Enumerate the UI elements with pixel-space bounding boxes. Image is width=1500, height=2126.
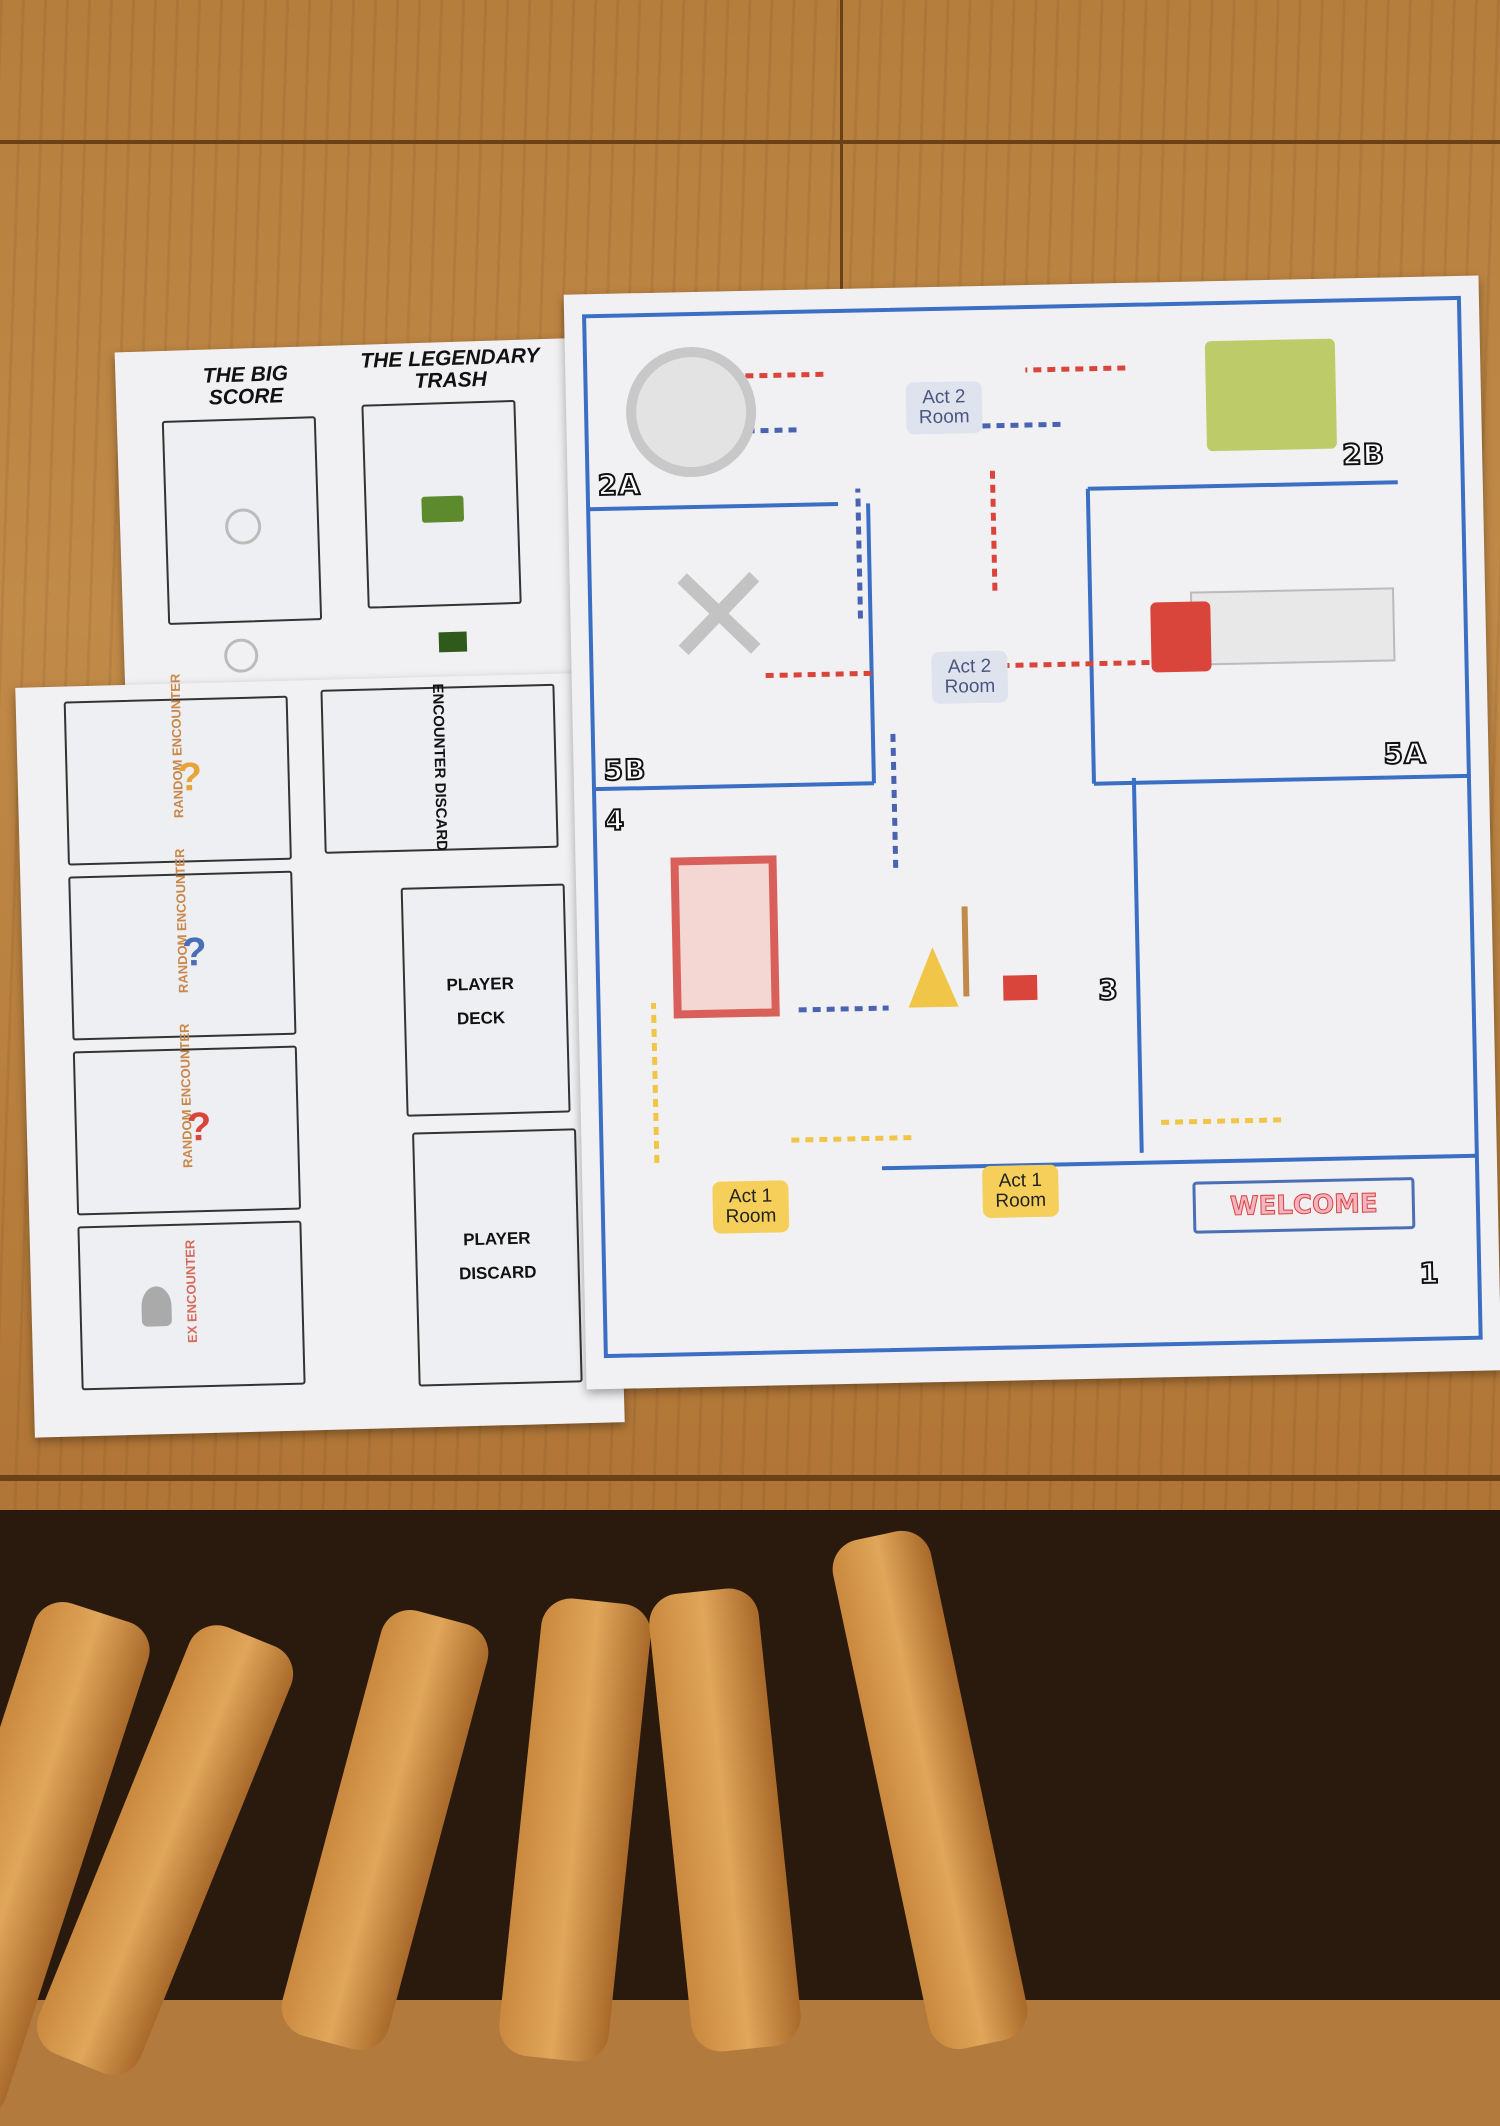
truck-cab-icon: [1150, 601, 1212, 673]
room-2a-label: 2A: [596, 467, 642, 503]
cleaning-supplies-icon: [907, 905, 1039, 1008]
room-5a-label: 5A: [1382, 736, 1428, 772]
ex-encounter-label: EX ENCOUNTER: [182, 1239, 200, 1344]
big-score-header: THE BIG SCORE: [202, 362, 289, 410]
question-mark-icon: ?: [177, 754, 203, 800]
vault-icon: [224, 507, 262, 546]
act1-room-badge: Act 1 Room: [981, 1164, 1060, 1219]
welcome-sign: WELCOME: [1192, 1177, 1416, 1234]
map-walls-and-paths: [582, 295, 1483, 1359]
elevator-icon: [670, 855, 780, 1019]
person-icon: [141, 1285, 173, 1327]
encounter-discard-pile[interactable]: ENCOUNTER DISCARD: [320, 683, 559, 854]
ex-encounter-card[interactable]: EX ENCOUNTER: [77, 1220, 306, 1391]
dumpster-token-icon: [438, 631, 468, 653]
top-sheet: THE BIG SCORE THE LEGENDARY TRASH: [114, 337, 596, 703]
map-sheet: 2A 2B 5B 5A 4 3 1 Act 2 Room Act 2 Room …: [563, 275, 1500, 1390]
random-encounter-2-card[interactable]: RANDOM ENCOUNTER ?: [68, 848, 297, 1041]
room-5b-label: 5B: [602, 752, 648, 788]
legendary-trash-header: THE LEGENDARY TRASH: [359, 344, 540, 394]
table-seam: [0, 1475, 1500, 1481]
act1-room-badge: Act 1 Room: [712, 1180, 790, 1234]
truck-icon: [1189, 587, 1396, 666]
player-deck-label: PLAYER DECK: [446, 973, 515, 1029]
dumpster-icon: [1204, 338, 1338, 452]
table-seam: [840, 0, 843, 300]
vault-token-icon: [223, 638, 259, 674]
question-mark-icon: ?: [181, 929, 208, 975]
legendary-trash-card-slot: [361, 399, 522, 609]
room-2b-label: 2B: [1341, 437, 1387, 473]
player-discard-label: PLAYER DISCARD: [458, 1228, 537, 1284]
act2-room-badge: Act 2 Room: [905, 380, 983, 435]
left-sheet: RANDOM ENCOUNTER ? RANDOM ENCOUNTER ? RA…: [15, 672, 625, 1438]
dumpster-icon: [421, 495, 465, 523]
player-discard-pile[interactable]: PLAYER DISCARD: [412, 1128, 583, 1387]
player-deck-pile[interactable]: PLAYER DECK: [400, 883, 571, 1117]
random-encounter-3-card[interactable]: RANDOM ENCOUNTER ?: [72, 1023, 302, 1216]
room-1-label: 1: [1418, 1256, 1441, 1291]
question-mark-icon: ?: [186, 1104, 212, 1150]
act2-room-badge: Act 2 Room: [931, 650, 1009, 705]
room-4-label: 4: [603, 803, 626, 838]
random-encounter-1-card[interactable]: RANDOM ENCOUNTER ?: [63, 674, 292, 866]
table-seam: [0, 140, 1500, 144]
big-score-card-slot: [161, 416, 323, 625]
room-3-label: 3: [1097, 972, 1120, 1007]
fork-knife-icon: ✕: [658, 536, 780, 696]
encounter-discard-label: ENCOUNTER DISCARD: [428, 683, 451, 852]
